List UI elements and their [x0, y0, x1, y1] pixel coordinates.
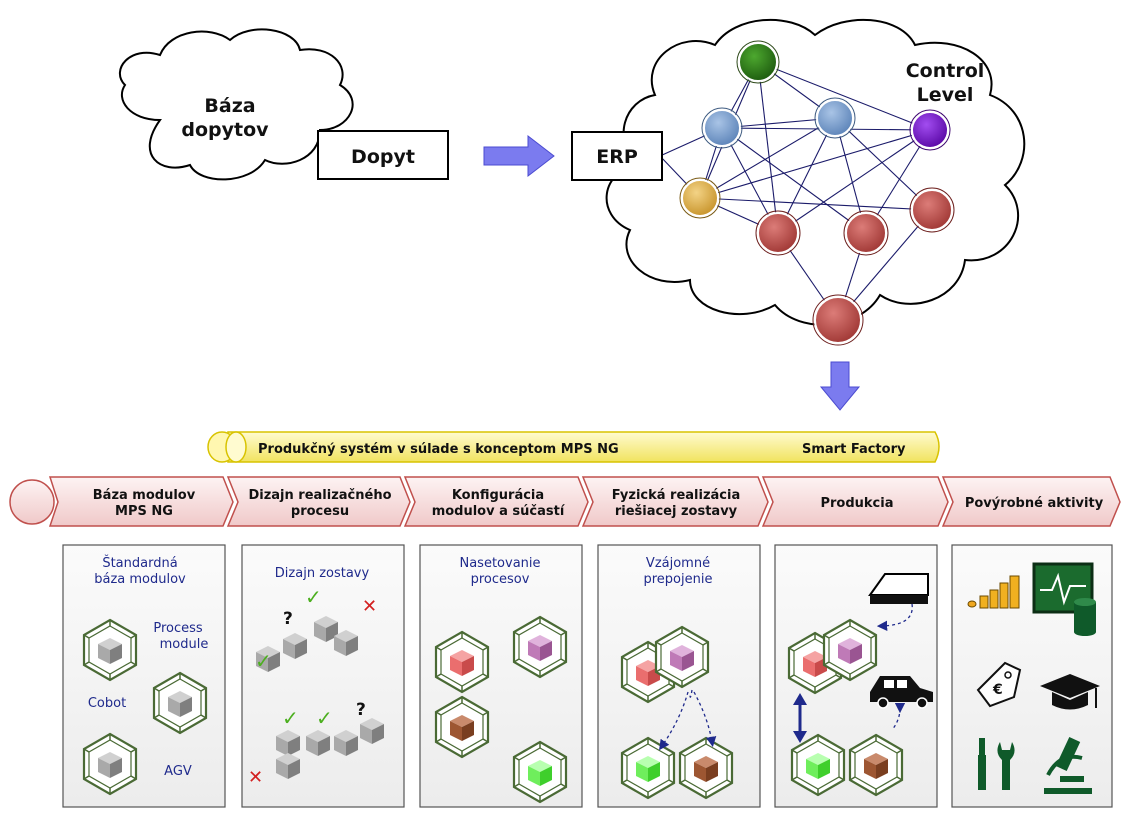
node-red-1: [757, 212, 799, 254]
panel2-title: Dizajn zostavy: [275, 566, 370, 581]
node-green: [738, 42, 778, 82]
node-blue-2: [816, 99, 854, 137]
cube-icon: [512, 615, 568, 679]
node-purple: [911, 111, 949, 149]
double-arrow-icon: [793, 693, 807, 743]
cube-icon: [678, 736, 734, 800]
panel4-title-1: Vzájomné: [646, 556, 710, 571]
cube-icon: [620, 736, 676, 800]
agv-label: AGV: [164, 764, 192, 779]
panel-design: [241, 544, 405, 808]
question-icon: ?: [356, 700, 366, 720]
cube-icon: [512, 740, 568, 804]
phase-start-circle: [9, 479, 55, 525]
demand-base-label-1: Báza: [204, 95, 255, 117]
process-label-2: module: [160, 637, 209, 652]
check-icon: ✓: [255, 649, 272, 673]
phase-5-label: Produkcia: [820, 496, 893, 511]
panel1-title-2: báza modulov: [94, 572, 186, 587]
request-label: Dopyt: [351, 146, 415, 168]
door-arrow: [876, 603, 913, 632]
control-level-label-2: Level: [917, 84, 974, 106]
phase-bar: [9, 476, 1121, 527]
arrow-right-icon: [483, 134, 555, 178]
node-blue-1: [703, 109, 741, 147]
node-red-2: [845, 212, 887, 254]
check-icon: ✓: [282, 706, 299, 730]
network-nodes: [679, 40, 955, 346]
phase-1-line-1: Báza modulov: [93, 488, 196, 503]
car-arrow: [891, 702, 906, 731]
cube-icon: [620, 640, 676, 704]
check-icon: ✓: [305, 585, 322, 609]
check-icon: ✓: [316, 706, 333, 730]
phase-4-line-1: Fyzická realizácia: [612, 488, 741, 503]
car-icon: [870, 676, 933, 709]
banner-title: Produkčný systém v súlade s konceptom MP…: [258, 442, 619, 457]
phase-4-line-2: riešiacej zostavy: [615, 504, 738, 519]
node-red-3: [911, 189, 953, 231]
cube-icon: [434, 695, 490, 759]
erp-box: ERP: [571, 131, 663, 181]
process-label-1: Process: [153, 621, 203, 636]
phase-2-line-2: procesu: [291, 504, 349, 519]
graduation-cap-icon: [1040, 674, 1100, 710]
panel4-title-2: prepojenie: [644, 572, 713, 587]
svg-text:€: €: [992, 682, 1003, 698]
phase-2-line-1: Dizajn realizačného: [248, 488, 391, 503]
production-system-banner: Produkčný systém v súlade s konceptom MP…: [207, 431, 940, 463]
demand-base-cloud: Báza dopytov: [119, 28, 354, 181]
banner-right: Smart Factory: [802, 442, 906, 457]
phase-3-line-1: Konfigurácia: [452, 488, 544, 503]
price-tag-icon: €: [976, 661, 1022, 708]
panel3-title-1: Nasetovanie: [459, 556, 540, 571]
interconnect-arrows: [659, 689, 717, 751]
car-door-icon: [868, 573, 929, 604]
cross-icon: ✕: [248, 767, 263, 788]
monitor-icon: [1032, 562, 1094, 614]
demand-base-label-2: dopytov: [181, 119, 269, 141]
coins-icon: [967, 575, 1020, 609]
cube-icon: [434, 630, 490, 694]
panel3-title-2: procesov: [471, 572, 530, 587]
panel1-title-1: Štandardná: [102, 555, 177, 571]
cube-icon: [822, 618, 878, 682]
panels: [62, 544, 1113, 808]
control-level-cloud: [605, 18, 1026, 326]
tools-icon: [978, 738, 1015, 790]
question-icon: ?: [283, 609, 293, 629]
erp-label: ERP: [596, 146, 638, 168]
phase-3-line-2: modulov a súčastí: [432, 504, 566, 519]
node-yellow: [681, 179, 719, 217]
arrow-down-icon: [819, 361, 861, 411]
node-red-bottom: [814, 296, 862, 344]
cube-icon: [848, 733, 904, 797]
microscope-icon: [1044, 736, 1092, 794]
cube-icon: [790, 733, 846, 797]
database-icon: [1074, 598, 1096, 636]
request-box: Dopyt: [317, 130, 449, 180]
phase-6-label: Povýrobné aktivity: [965, 496, 1104, 511]
control-level-label-1: Control: [906, 60, 985, 82]
cross-icon: ✕: [362, 596, 377, 617]
cobot-label: Cobot: [88, 696, 126, 711]
phase-1-line-2: MPS NG: [115, 504, 173, 519]
cube-icon: [654, 625, 710, 689]
